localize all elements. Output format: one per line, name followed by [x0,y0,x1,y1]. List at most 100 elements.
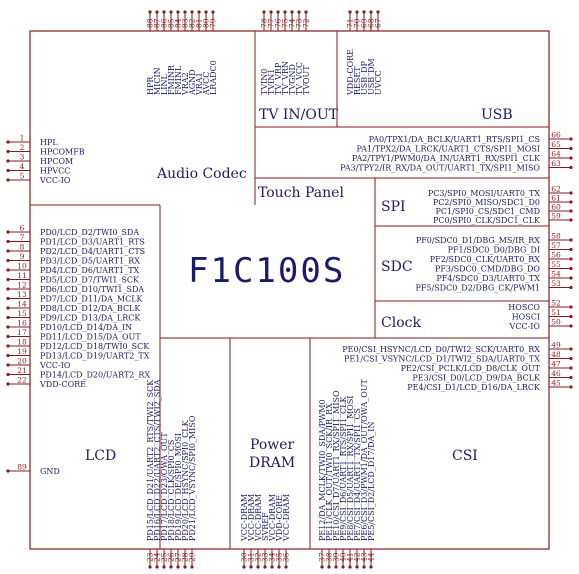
pin-end [569,247,573,252]
pin-number: 45 [551,379,561,388]
pin-number: 11 [17,271,27,280]
pin-label-vra1: VRA1 [195,72,204,96]
pin-end [348,565,352,569]
pin-end [341,565,345,569]
pin-number: 40 [339,552,348,562]
pin-number: 3 [20,153,25,162]
pin-end [6,353,10,358]
pin-end [6,249,10,253]
pin-label-gnd: GND [40,467,60,476]
pin-number: 66 [551,131,561,140]
pin-number: 53 [551,279,561,288]
pin-end [6,363,10,367]
power-dram-line2: DRAM [249,455,295,471]
pin-label-vcc-dram: VCC-DRAM [282,494,291,542]
pin-label-pd5-lcd-d7-twi1-sck: PD5/LCD_D7/TWI1_SCK [40,276,140,285]
pin-number: 32 [254,552,263,562]
pin-end [6,168,10,173]
pin-number: 57 [551,241,561,250]
pin-number: 52 [551,299,561,308]
pin-number: 50 [551,318,561,327]
pin-label-pd9-lcd-d13-da-lrck: PD9/LCD_D13/DA_LRCK [40,314,141,323]
pin-label-tv-vrp: TV_VRP [274,62,283,95]
pin-label-usb-dm: USB_DM [367,58,376,95]
pin-end [269,10,273,14]
pin-end [162,10,166,14]
pin-label-vdd-core: VDD-CORE [39,380,86,389]
pin-label-vra2: VRA2 [181,72,190,96]
pin-number: 77 [267,18,276,28]
block-title-lcd: LCD [85,448,116,464]
pin-label-linl: LINL [160,74,169,95]
pin-end [362,565,366,569]
pin-number: 29 [188,552,197,562]
pin-number: 19 [17,347,27,356]
pin-end [6,382,10,386]
pin-end [569,375,573,380]
pin-label-pd0-lcd-d2-twi0-sda: PD0/LCD_D2/TWI0_SDA [40,228,139,237]
pin-label-tvin0: TVIN0 [260,69,269,95]
pin-number: 6 [20,224,25,233]
pin-number: 43 [360,552,369,562]
pin-end [569,366,573,370]
pin-label-tvout: TVOUT [302,65,311,95]
pin-number: 4 [20,162,25,171]
block-title-csi: CSI [452,448,478,464]
pin-number: 13 [17,290,27,299]
chip-name: F1C100S [188,251,345,291]
pin-number: 61 [551,194,561,203]
pin-end [6,149,10,154]
pin-number: 20 [17,357,27,366]
pin-number: 86 [160,18,169,28]
pin-number: 24 [153,552,162,562]
pin-label-hpr: HPR [146,76,155,95]
pin-label-pd10-lcd-d14-da-in: PD10/LCD_D14/DA_IN [40,323,132,332]
pin-label-pe8-csi-d5-uart1-rx-spi1-mosi: PE8/CSI_D5/UART1_RX/SPI1_MOSI [346,396,355,541]
pin-end [6,258,10,263]
pins-right: 66PA0/TPX1/DA_BCLK/UART1_RTS/SPI1_CS65PA… [340,131,573,392]
pin-label-pf1-sdc0-d0-dbg-di: PF1/SDC0_D0/DBG_DI [448,246,540,255]
pin-end [6,372,10,377]
pin-label-hpvcc: HPVCC [40,167,70,176]
pin-label-pd17-lcd-d23-owa-out: PD17/LCD_D23/OWA_OUT [160,432,169,541]
pin-label-pd13-lcd-d19-uart2-tx: PD13/LCD_D19/UART2_TX [40,352,150,361]
pin-end [6,325,10,329]
pin-number: 82 [188,18,197,28]
pin-number: 9 [20,252,25,261]
pin-label-pd14-lcd-d20-uart2-rx: PD14/LCD_D20/UART2_RX [40,371,150,380]
pin-label-pf4-sdc0-d3-uart0-tx: PF4/SDC0_D3/UART0_TX [436,274,540,283]
pin-end [569,137,573,141]
pins-bottom: 23PD15/LCD_D21/UART2_RTS/TWI2_SCK24PD16/… [146,378,376,569]
pin-end [148,10,152,14]
pin-label-micin: MICIN [153,67,162,95]
pin-number: 67 [374,18,383,28]
pin-end [334,565,338,569]
pin-number: 75 [281,18,290,28]
pin-label-pc0-spi0-clk-sdc1-clk: PC0/SPI0_CLK/SDC1_CLK [433,216,541,225]
pin-number: 41 [346,552,355,562]
